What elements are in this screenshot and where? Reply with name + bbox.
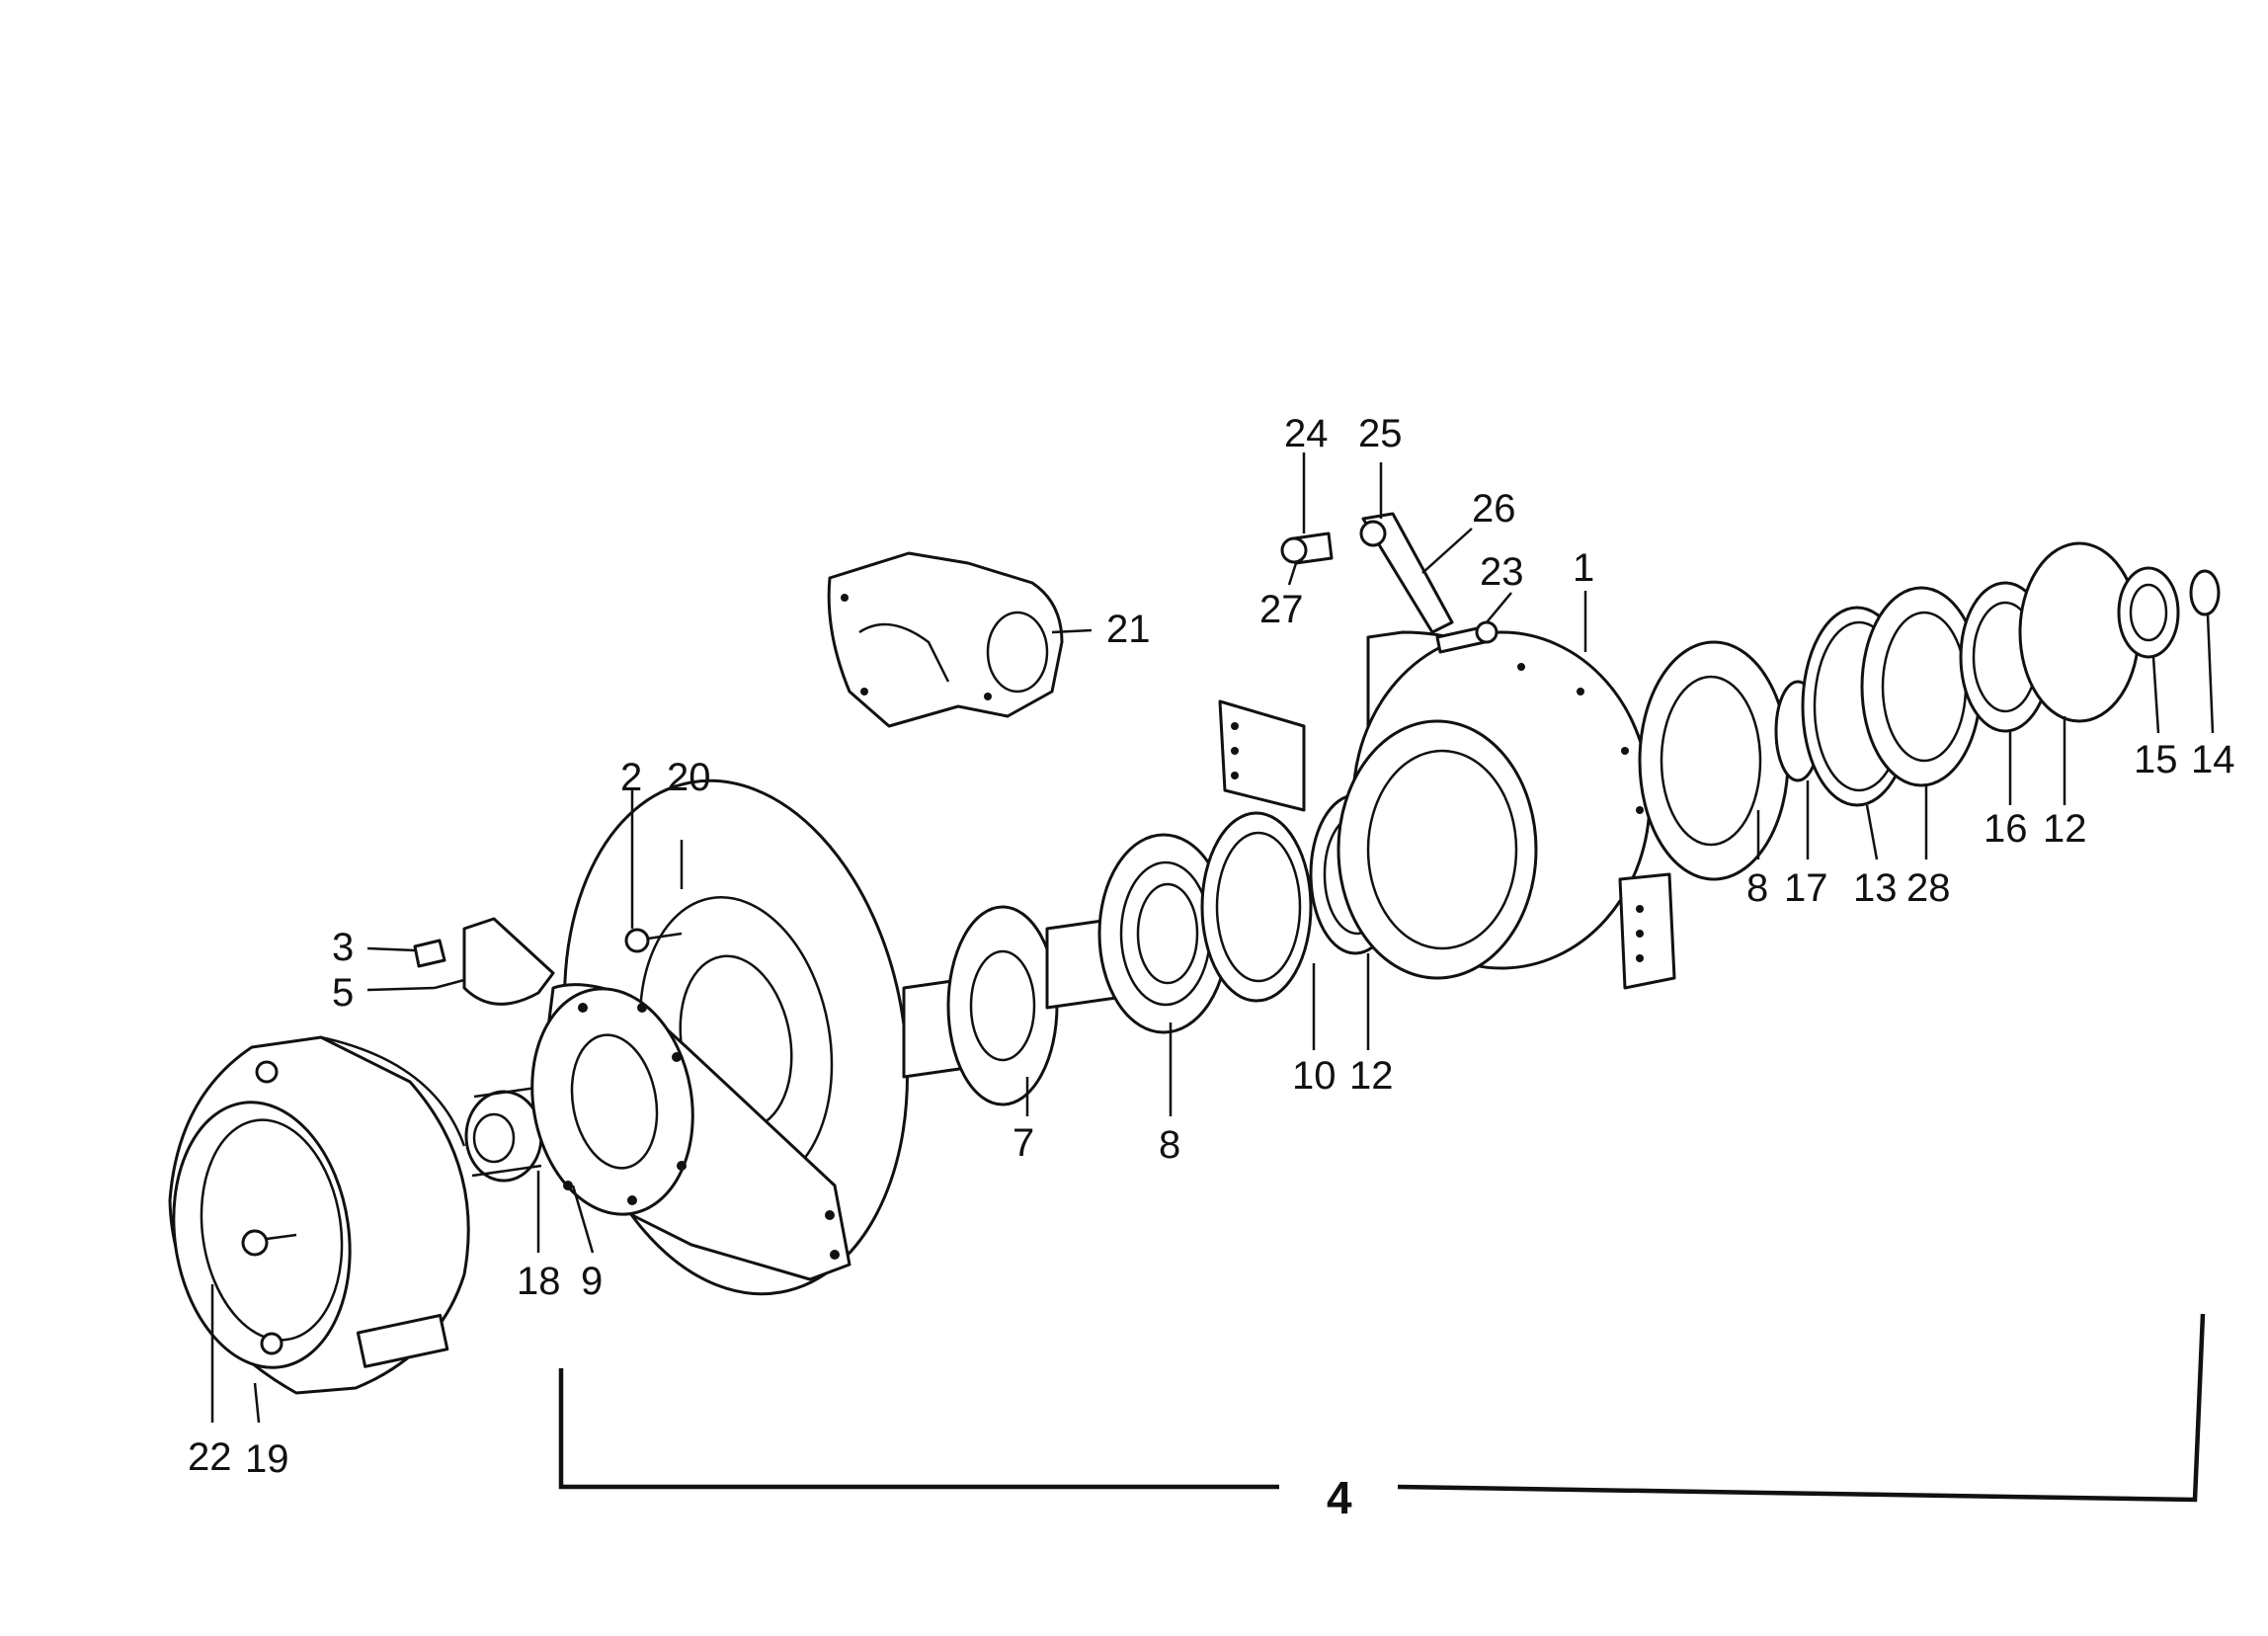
callout-3: 3 xyxy=(332,926,354,969)
callout-20: 20 xyxy=(667,756,711,799)
callout-23: 23 xyxy=(1480,550,1524,594)
part-25-26-lever xyxy=(1359,512,1454,634)
callout-14: 14 xyxy=(2191,738,2235,781)
callout-8-left: 8 xyxy=(1159,1123,1180,1167)
part-15-gear xyxy=(2117,566,2180,659)
part-14-clip xyxy=(2189,569,2221,616)
leader-lines xyxy=(210,452,2215,1424)
callout-10: 10 xyxy=(1292,1054,1336,1098)
callout-8-right: 8 xyxy=(1746,866,1768,910)
callout-5: 5 xyxy=(332,971,354,1015)
callout-13: 13 xyxy=(1853,866,1898,910)
callout-18: 18 xyxy=(517,1260,561,1303)
callout-12-left: 12 xyxy=(1349,1054,1394,1098)
callout-labels: 1 2 20 3 5 21 24 25 26 23 27 7 8 10 12 8… xyxy=(188,412,2235,1523)
part-3-5-arm xyxy=(413,917,555,1006)
group-bracket xyxy=(558,1313,2206,1503)
part-9-support-bracket xyxy=(530,983,851,1281)
callout-24: 24 xyxy=(1284,412,1329,455)
part-2-bolt xyxy=(624,928,683,953)
callout-17: 17 xyxy=(1784,866,1828,910)
callout-7: 7 xyxy=(1012,1121,1034,1165)
part-19-housing xyxy=(168,1035,470,1395)
callout-21: 21 xyxy=(1106,608,1151,651)
callout-1: 1 xyxy=(1573,546,1594,590)
part-8-bearing-right xyxy=(1638,640,1790,881)
part-7-shaft-flange xyxy=(902,905,1118,1106)
callout-2: 2 xyxy=(620,756,642,799)
part-ring xyxy=(1200,811,1313,1003)
part-28-ring xyxy=(1860,586,1983,787)
callout-27: 27 xyxy=(1259,588,1304,631)
part-21-brake-caliper xyxy=(827,551,1064,728)
callout-12-right: 12 xyxy=(2043,807,2087,851)
callout-9: 9 xyxy=(581,1260,603,1303)
callout-16: 16 xyxy=(1984,807,2028,851)
callout-25: 25 xyxy=(1358,412,1403,455)
part-22-bolt xyxy=(241,1229,297,1257)
callout-22: 22 xyxy=(188,1435,232,1479)
group-label-4: 4 xyxy=(1327,1472,1352,1523)
callout-19: 19 xyxy=(245,1437,289,1481)
callout-26: 26 xyxy=(1472,487,1516,531)
part-24-27-bleeder xyxy=(1280,532,1334,565)
callout-15: 15 xyxy=(2134,738,2178,781)
part-1-wheel-hub-housing xyxy=(1218,630,1676,990)
callout-28: 28 xyxy=(1906,866,1951,910)
